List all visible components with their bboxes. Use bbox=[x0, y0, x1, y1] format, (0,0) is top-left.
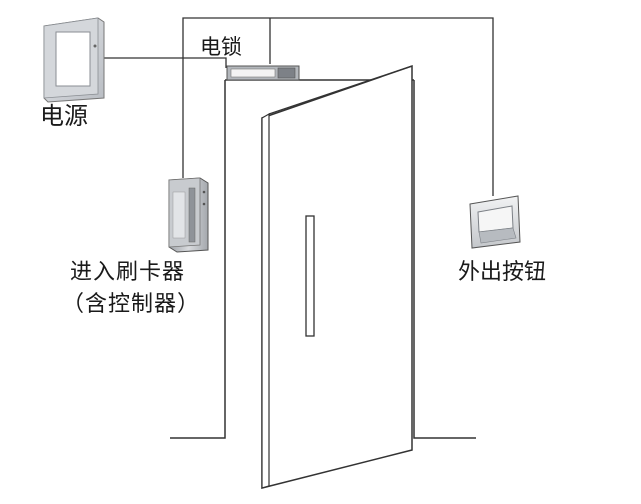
door-edge bbox=[261, 112, 270, 489]
card-reader-sublabel: （含控制器） bbox=[62, 292, 201, 317]
door bbox=[261, 64, 413, 489]
card-reader-label: 进入刷卡器 bbox=[70, 260, 186, 285]
wire-reader-to-top bbox=[182, 17, 494, 196]
exit-button-label: 外出按钮 bbox=[458, 260, 547, 285]
exit-button-icon bbox=[469, 195, 521, 249]
electric-lock-icon bbox=[226, 65, 300, 81]
power-supply-icon bbox=[43, 17, 105, 103]
power-supply-label: 电源 bbox=[40, 102, 88, 130]
wire-junction-to-lock bbox=[183, 57, 227, 68]
card-reader-icon bbox=[168, 177, 209, 253]
frame-left-floor bbox=[170, 80, 226, 439]
frame-right-floor bbox=[413, 80, 476, 439]
electric-lock-label: 电锁 bbox=[200, 35, 242, 59]
door-handle bbox=[305, 215, 315, 337]
door-panel bbox=[261, 64, 413, 489]
wiring bbox=[104, 17, 494, 196]
